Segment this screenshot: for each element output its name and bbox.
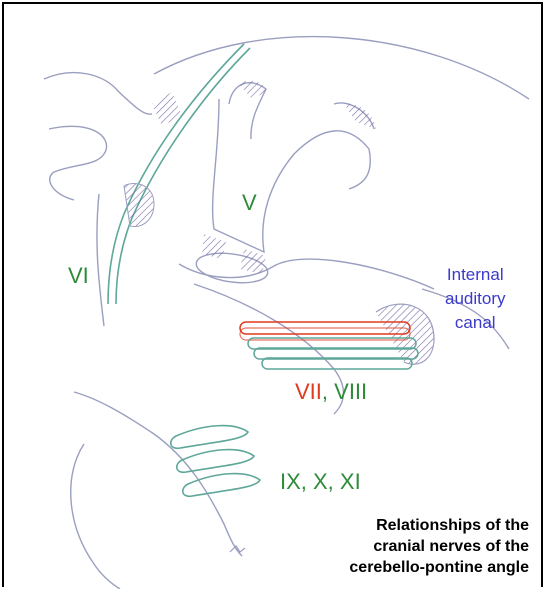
caption-line2: cranial nerves of the xyxy=(349,536,529,557)
clivus-outline xyxy=(44,73,152,115)
trigeminal-hatch-4 xyxy=(240,249,266,274)
label-lower-cranial-nerves: IX, X, XI xyxy=(280,469,361,495)
label-facial-vestibulocochlear: VII, VIII xyxy=(295,379,367,405)
diagram-caption: Relationships of the cranial nerves of t… xyxy=(349,515,529,578)
trigeminal-root xyxy=(213,99,371,252)
facial-nerve-label: VII xyxy=(295,379,322,404)
lower-nerve-1 xyxy=(171,426,248,449)
label-abducens-nerve: VI xyxy=(68,263,89,289)
caption-line1: Relationships of the xyxy=(349,515,529,536)
petrous-outline-2 xyxy=(97,194,104,326)
lower-left-contour xyxy=(71,444,120,589)
vestibulocochlear-label: VIII xyxy=(334,379,367,404)
brainstem-outline xyxy=(179,259,434,289)
canal-label-line1: Internal xyxy=(445,263,505,287)
lower-nerve-3 xyxy=(183,474,260,497)
abducens-hatch-lower xyxy=(124,183,154,226)
medulla-outline xyxy=(74,392,242,556)
canal-label-line2: auditory xyxy=(445,287,505,311)
caption-line3: cerebello-pontine angle xyxy=(349,557,529,578)
label-internal-auditory-canal: Internal auditory canal xyxy=(445,263,505,335)
petrous-outline-1 xyxy=(49,126,107,200)
trigeminal-hatch-2 xyxy=(344,104,376,129)
label-separator: , xyxy=(322,379,334,404)
lower-nerve-2 xyxy=(177,450,254,473)
label-trigeminal-nerve: V xyxy=(242,190,257,216)
tentorium-outline xyxy=(154,37,529,99)
abducens-strand-1 xyxy=(108,44,244,304)
canal-label-line3: canal xyxy=(445,311,505,335)
